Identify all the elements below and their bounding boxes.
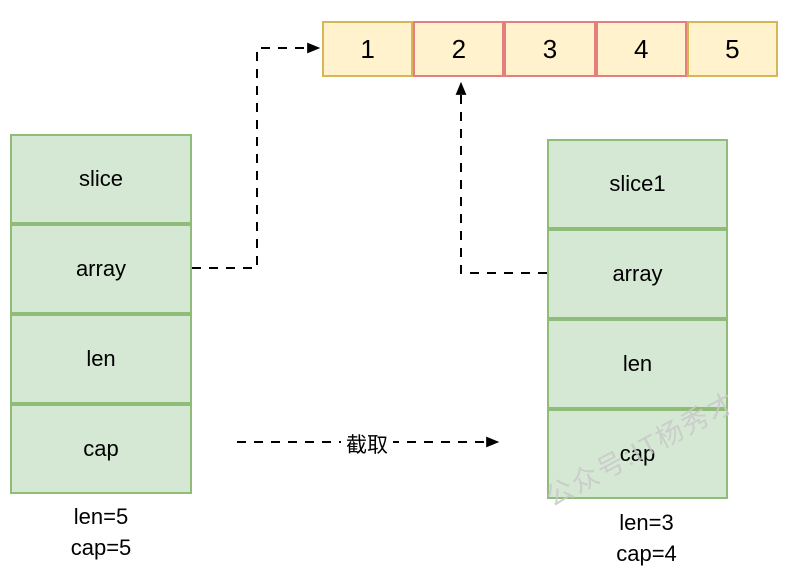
struct-row-array: array: [547, 229, 728, 319]
array-cell: 5: [686, 21, 779, 77]
array-cell: 4: [595, 21, 687, 77]
struct-row-label: slice1: [609, 171, 666, 196]
backing-array: 1 2 3 4 5: [322, 21, 779, 77]
array-cell: 3: [504, 21, 596, 77]
slice-array-pointer-arrow: [192, 42, 321, 269]
caption-cap: cap=5: [70, 535, 132, 560]
slice-operation-label: 截取: [341, 429, 393, 459]
struct-row-slice: slice: [10, 134, 192, 224]
array-cell: 2: [413, 21, 505, 77]
array-cell-value: 1: [360, 33, 375, 64]
struct-row-label: array: [612, 261, 663, 286]
struct-row-len: len: [547, 319, 728, 409]
slice1-struct-caption: len=3 cap=4: [556, 507, 737, 569]
struct-row-label: cap: [83, 436, 119, 461]
struct-row-array: array: [10, 224, 192, 314]
slice-struct: slice array len cap: [10, 134, 192, 494]
struct-row-label: array: [75, 256, 127, 281]
caption-cap: cap=4: [616, 541, 677, 566]
struct-row-cap: cap: [547, 409, 728, 499]
array-cell-value: 3: [542, 33, 558, 64]
struct-row-len: len: [10, 314, 192, 404]
array-cell-value: 2: [451, 33, 467, 64]
slice1-array-pointer-arrow: [455, 81, 547, 274]
caption-len: len=5: [73, 504, 129, 529]
array-cell-value: 5: [725, 33, 740, 64]
array-cell-value: 4: [633, 33, 649, 64]
slice1-struct: slice1 array len cap: [547, 139, 728, 499]
struct-row-label: len: [622, 351, 653, 376]
struct-row-slice1: slice1: [547, 139, 728, 229]
slice-struct-caption: len=5 cap=5: [10, 501, 192, 563]
array-cell: 1: [322, 21, 414, 77]
struct-row-label: slice: [78, 166, 123, 191]
caption-len: len=3: [619, 510, 674, 535]
struct-row-cap: cap: [10, 404, 192, 494]
struct-row-label: cap: [619, 441, 656, 466]
struct-row-label: len: [86, 346, 116, 371]
